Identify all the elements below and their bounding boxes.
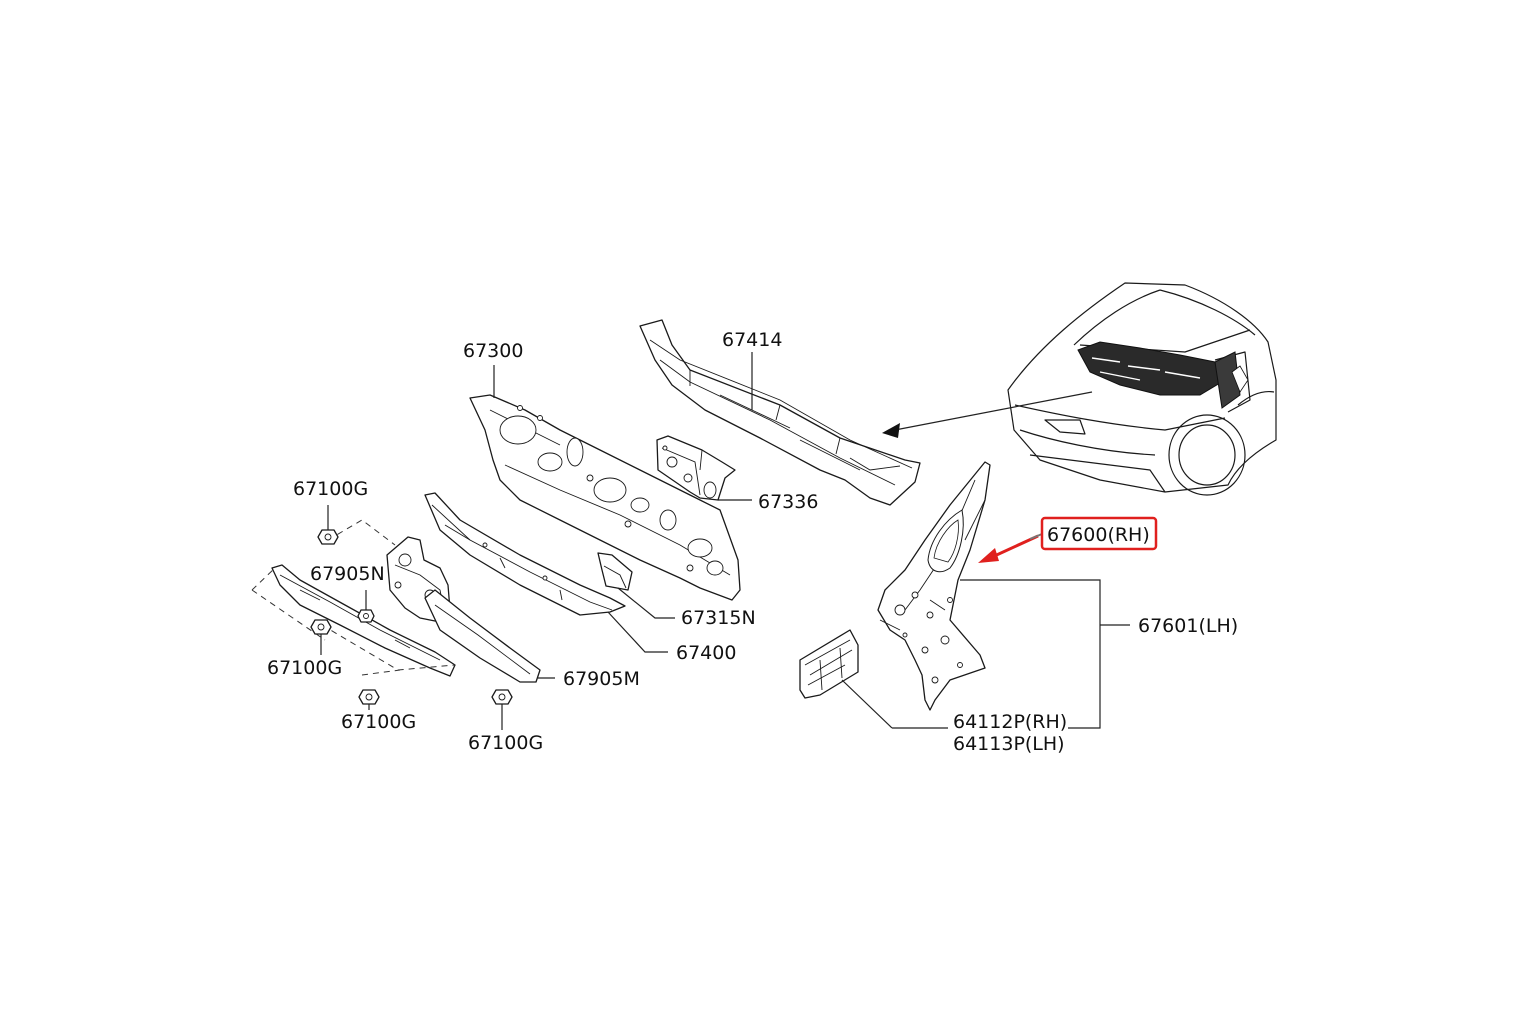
label-67300[interactable]: 67300 — [463, 340, 523, 362]
label-67400[interactable]: 67400 — [676, 642, 736, 664]
nut-67100g-left-drawing — [310, 619, 332, 655]
label-67315n[interactable]: 67315N — [681, 607, 756, 629]
nut-67100g-top-drawing — [317, 505, 339, 545]
part-67315n-drawing — [597, 552, 633, 591]
label-67100g-bottom[interactable]: 67100G — [468, 732, 543, 754]
part-67400-drawing — [424, 492, 626, 616]
part-67300-drawing — [469, 394, 741, 601]
label-67336[interactable]: 67336 — [758, 491, 818, 513]
label-67414[interactable]: 67414 — [722, 329, 782, 351]
nut-67100g-bottom-drawing — [491, 689, 513, 730]
label-67100g-top[interactable]: 67100G — [293, 478, 368, 500]
part-67336-drawing — [656, 435, 736, 501]
nut-67100g-mid-drawing — [358, 689, 380, 710]
label-67905m[interactable]: 67905M — [563, 668, 640, 690]
label-67100g-mid[interactable]: 67100G — [341, 711, 416, 733]
part-67905m-drawing — [424, 589, 541, 683]
label-64112p[interactable]: 64112P(RH) — [953, 711, 1067, 733]
part-67600-drawing — [877, 461, 991, 711]
label-67905n[interactable]: 67905N — [310, 563, 385, 585]
label-67100g-left[interactable]: 67100G — [267, 657, 342, 679]
label-67600[interactable]: 67600(RH) — [1047, 524, 1150, 546]
nut-67905n-drawing — [357, 590, 375, 623]
label-67601[interactable]: 67601(LH) — [1138, 615, 1238, 637]
part-67414-drawing — [639, 319, 921, 506]
vehicle-location-inset — [1007, 282, 1277, 496]
part-64112p-drawing — [799, 629, 859, 699]
label-64113p[interactable]: 64113P(LH) — [953, 733, 1065, 755]
highlight-box — [1040, 516, 1158, 551]
